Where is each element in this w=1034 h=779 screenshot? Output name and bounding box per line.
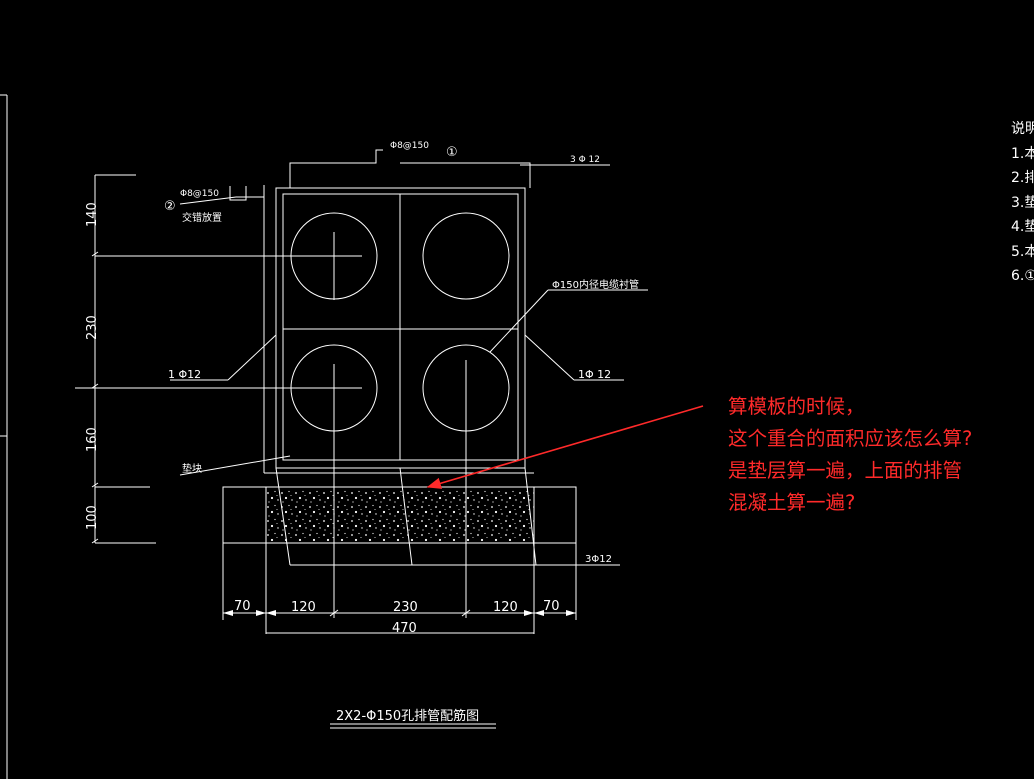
note-item: 6.①: [1011, 268, 1034, 284]
dim-h-120-left: 120: [291, 600, 316, 615]
drawing-title: 2X2-Φ150孔排管配筋图: [336, 708, 479, 724]
viewport-border: [0, 94, 8, 779]
label-pipe-note: Φ150内径电缆衬管: [552, 278, 639, 291]
duct-bank-section: [263, 149, 534, 474]
annotation-arrow: [426, 405, 704, 489]
note-item: 3.垫: [1011, 194, 1034, 211]
label-side-rebar: Φ8@150: [180, 189, 219, 199]
annotation-line: 算模板的时候，: [728, 395, 865, 418]
pipe-top-right: [422, 212, 510, 300]
annotation-line: 混凝土算一遍?: [728, 491, 856, 514]
dim-v-230: 230: [85, 315, 100, 340]
label-right-mid-rebar: 1Φ 12: [578, 368, 611, 381]
rebar-labels: Φ8@150 ① Φ8@150 ② 交错放置 3 Φ 12 Φ150内径电缆衬管…: [164, 141, 639, 565]
dimension-labels: 140 230 160 100 70 120 230 120 70 470: [85, 202, 560, 636]
note-item: 1.本: [1011, 145, 1034, 162]
dim-v-140: 140: [85, 202, 100, 227]
dim-h-70-right: 70: [543, 599, 560, 614]
markup-annotation: 算模板的时候， 这个重合的面积应该怎么算? 是垫层算一遍，上面的排管 混凝土算一…: [728, 391, 1034, 519]
dim-v-160: 160: [85, 427, 100, 452]
label-top-right-rebar: 3 Φ 12: [570, 155, 600, 165]
label-left-mid-rebar: 1 Φ12: [168, 368, 201, 381]
label-bottom-rebar: 3Φ12: [585, 554, 612, 565]
note-item: 4.垫: [1011, 219, 1034, 235]
note-item: 2.排: [1011, 170, 1034, 186]
annotation-line: 是垫层算一遍，上面的排管: [728, 459, 963, 482]
horizontal-dimensions: [222, 430, 577, 634]
dim-h-230: 230: [393, 600, 418, 615]
dim-h-120-right: 120: [493, 600, 518, 615]
note-item: 5.本: [1011, 243, 1034, 260]
dim-v-100: 100: [85, 505, 100, 530]
annotation-line: 这个重合的面积应该怎么算?: [728, 427, 973, 450]
notes-panel: 说明 1.本 2.排 3.垫 4.垫 5.本 6.①: [1011, 117, 1034, 289]
label-block: 垫块: [182, 462, 202, 475]
title-underline: [330, 723, 496, 729]
label-top-rebar: Φ8@150: [390, 141, 429, 151]
vertical-dimensions: [91, 174, 156, 544]
notes-heading: 说明: [1011, 121, 1034, 137]
label-side-rebar-note: 交错放置: [182, 211, 222, 224]
leader-lines: [75, 164, 648, 476]
label-top-rebar-marker: ①: [446, 145, 458, 160]
label-side-rebar-marker: ②: [164, 199, 176, 214]
dim-h-70-left: 70: [234, 599, 251, 614]
dim-total-470: 470: [392, 621, 417, 636]
concrete-cushion: [222, 486, 577, 544]
